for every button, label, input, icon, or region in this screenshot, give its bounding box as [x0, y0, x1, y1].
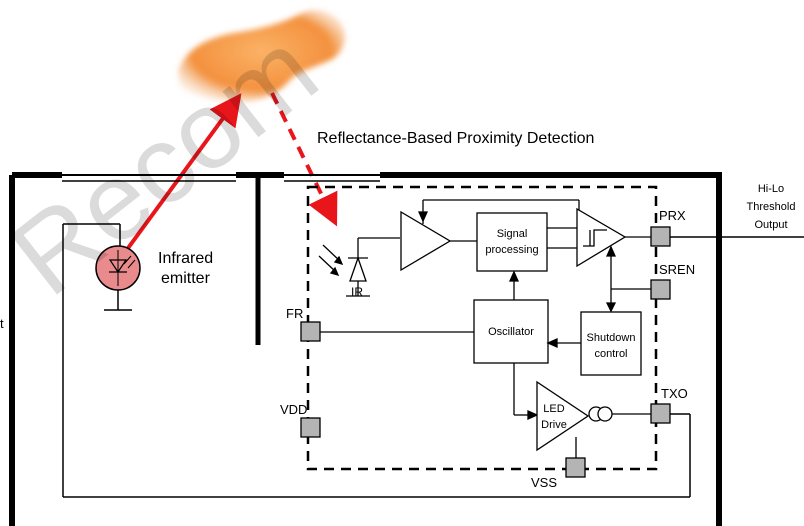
shutdown-control-block: [580, 311, 642, 376]
output-label-line2: Threshold: [747, 201, 796, 213]
led-label-line2: Drive: [541, 419, 567, 431]
reflected-ray: [270, 92, 338, 227]
pin-prx-label: PRX: [659, 208, 686, 223]
ic-boundary: [306, 185, 658, 471]
enclosure: [9, 172, 722, 526]
emitter-label-line2: emitter: [161, 270, 211, 287]
shutdown-label-line1: Shutdown: [587, 332, 636, 344]
signal-label-line1: Signal: [497, 228, 528, 240]
photodiode-icon: [318, 237, 400, 297]
comparator-icon: [547, 207, 651, 313]
signal-label-line2: processing: [485, 244, 538, 256]
oscillator-label: Oscillator: [488, 326, 534, 338]
signal-processing-block: [476, 212, 548, 272]
pin-txo-label: TXO: [661, 386, 688, 401]
diagram-title: Reflectance-Based Proximity Detection: [317, 130, 594, 147]
ir-label: IR: [351, 285, 363, 299]
emitter-label-line1: Infrared: [158, 250, 213, 267]
edge-text: t: [0, 316, 4, 331]
infrared-emitter: [62, 223, 690, 498]
shutdown-label-line2: control: [594, 348, 627, 360]
hand-illustration: [178, 9, 345, 102]
pin-vdd-label: VDD: [280, 402, 307, 417]
output-label-line3: Output: [754, 219, 787, 231]
amplifier-icon: [400, 199, 580, 272]
oscillator-connections: [318, 270, 581, 421]
pin-prx: [650, 226, 671, 247]
led-drive-icon: [536, 380, 651, 458]
output-label-line1: Hi-Lo: [758, 183, 784, 195]
pin-fr: [300, 321, 321, 342]
pin-txo: [650, 403, 671, 424]
pin-vss-label: VSS: [531, 475, 557, 490]
pin-vss: [565, 457, 586, 478]
led-label-line1: LED: [543, 403, 564, 415]
pin-fr-label: FR: [286, 306, 303, 321]
external-wiring: [670, 236, 804, 497]
pin-sren: [650, 279, 671, 300]
pin-sren-label: SREN: [659, 262, 695, 277]
pin-vdd: [300, 417, 321, 438]
pins: [300, 226, 671, 478]
